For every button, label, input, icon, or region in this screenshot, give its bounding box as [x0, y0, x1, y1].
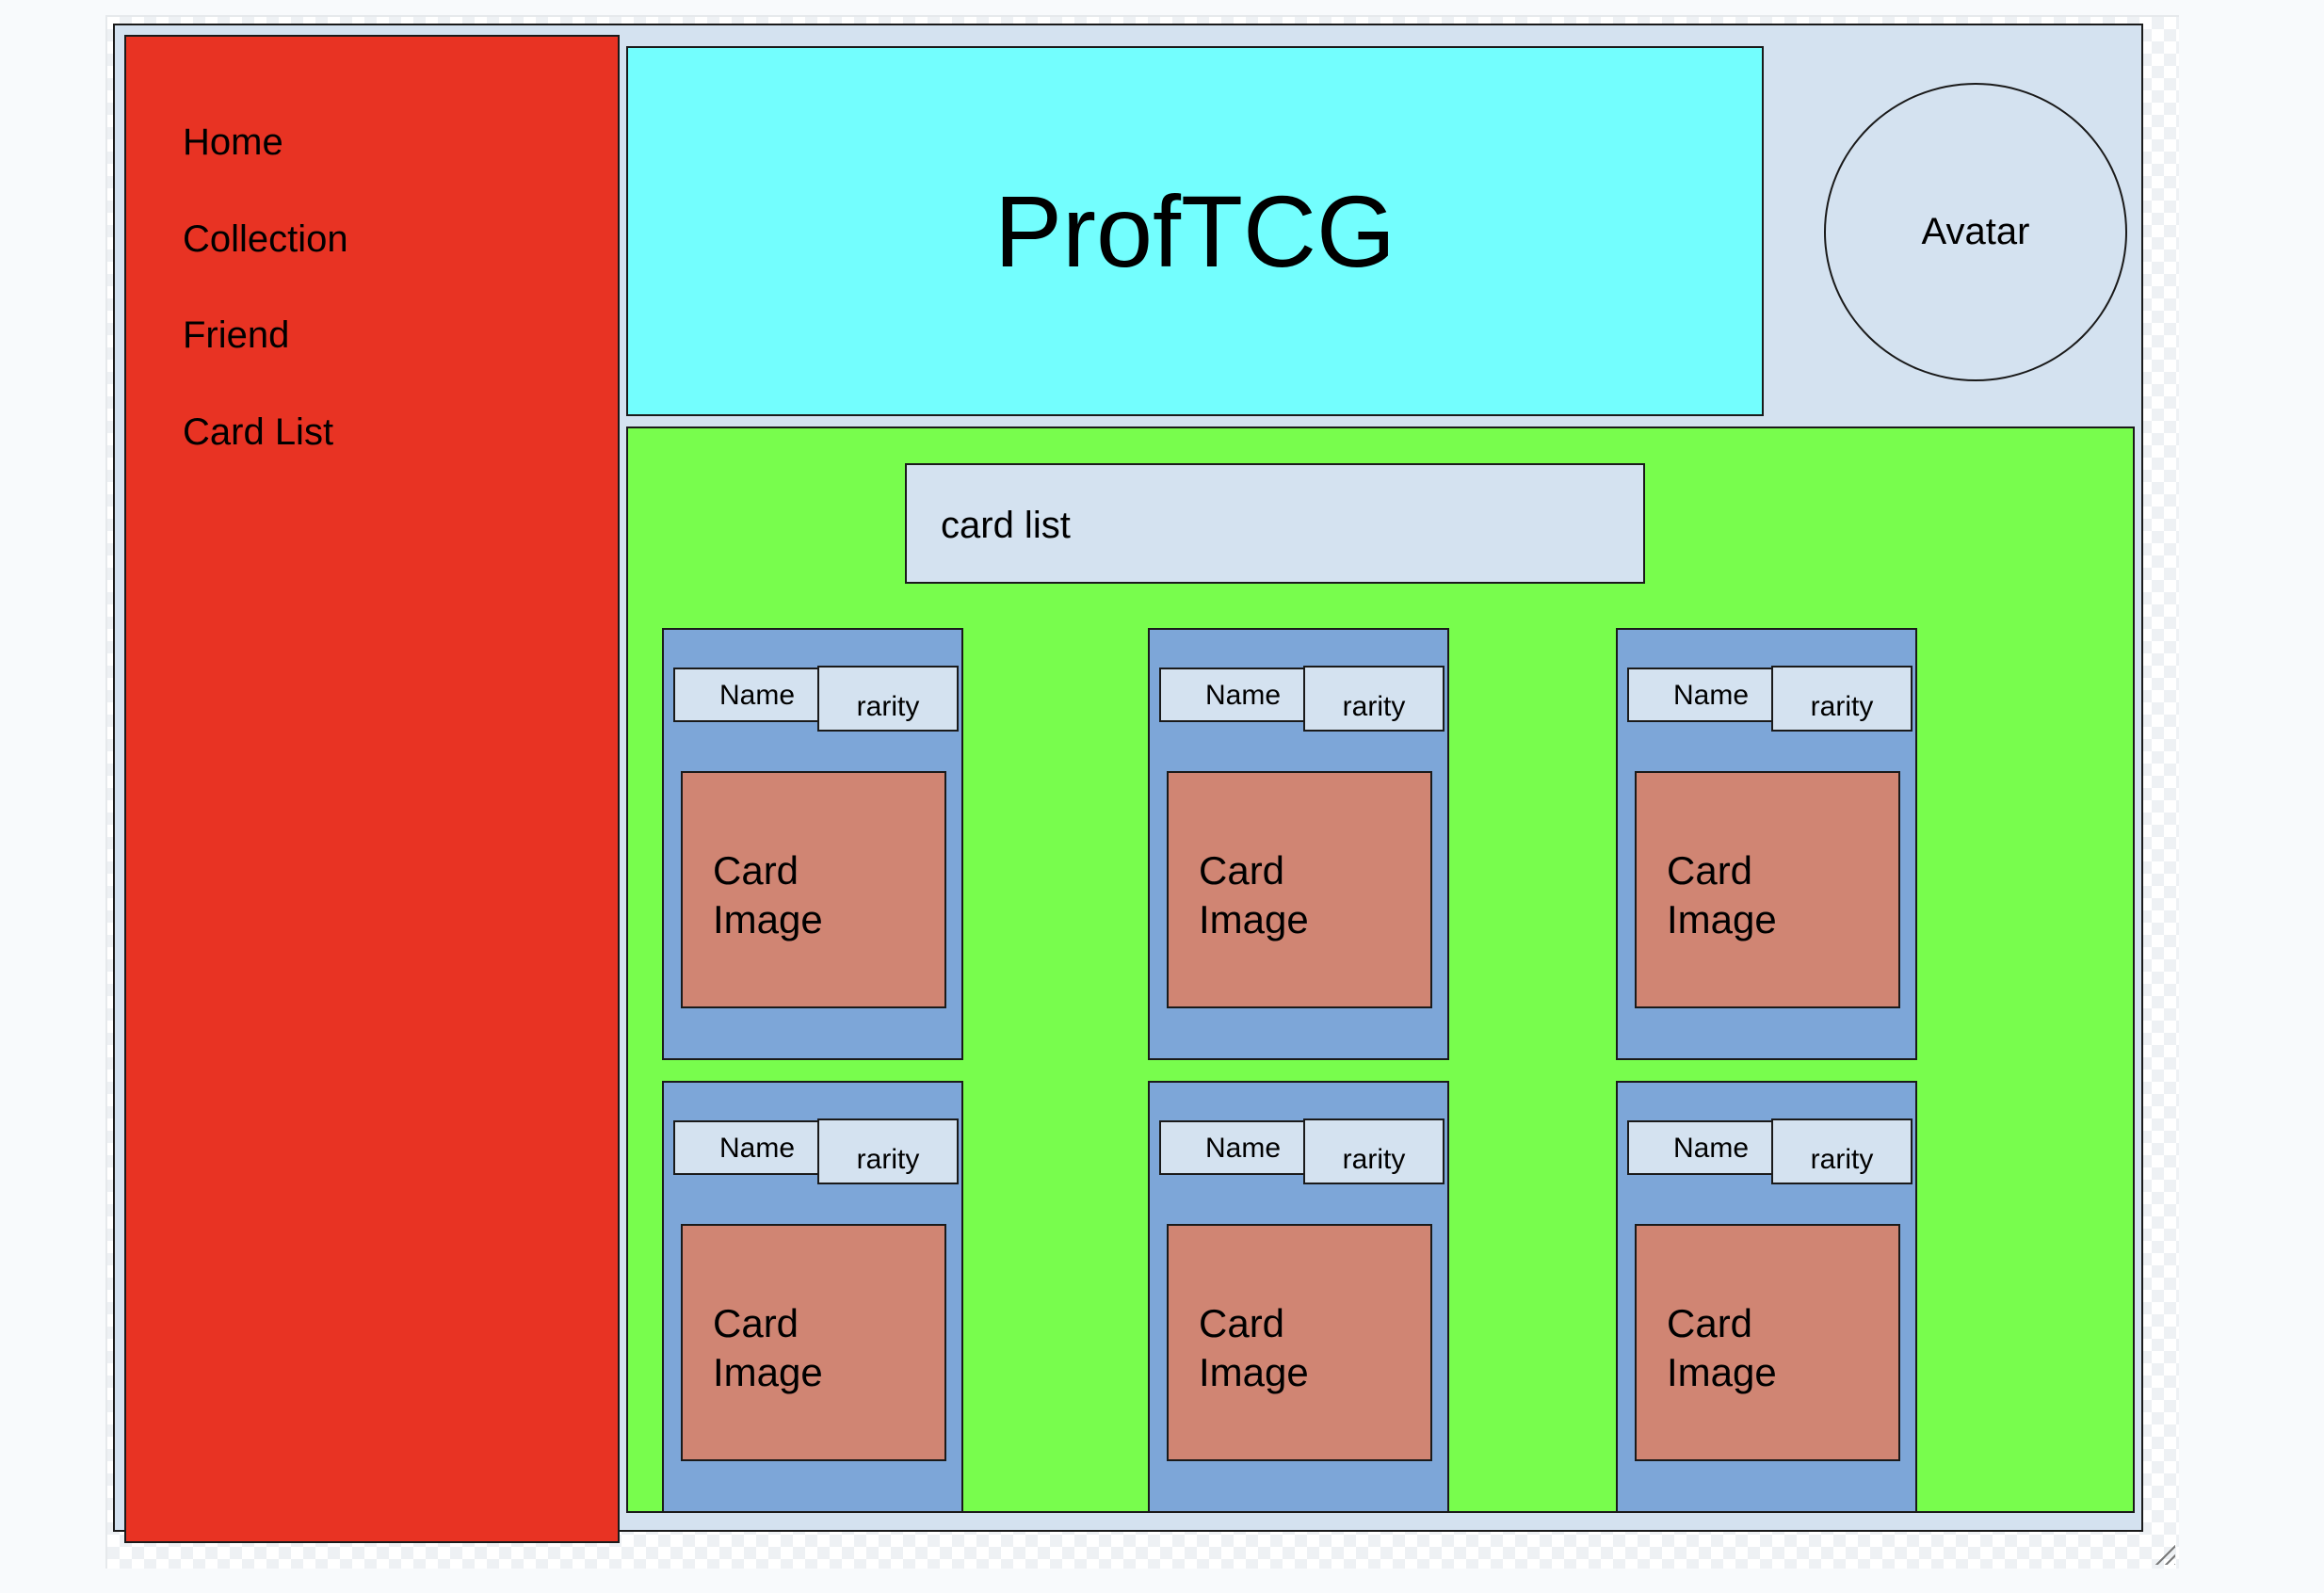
card-name: Name [1159, 668, 1327, 722]
card-tile[interactable]: Name rarity Card Image [1148, 628, 1449, 1060]
card-name: Name [1159, 1120, 1327, 1175]
card-image-label: Image [713, 1350, 823, 1394]
card-name: Name [673, 668, 841, 722]
card-image-label: Card [1667, 848, 1753, 893]
card-list-search-bar[interactable]: card list [905, 463, 1645, 584]
sidebar-item-friend[interactable]: Friend [183, 314, 290, 356]
card-image: Card Image [681, 771, 946, 1008]
card-name: Name [1627, 1120, 1795, 1175]
card-tile[interactable]: Name rarity Card Image [1616, 628, 1917, 1060]
card-image: Card Image [1167, 771, 1432, 1008]
card-image-label: Image [1667, 897, 1777, 941]
card-rarity: rarity [1303, 1118, 1444, 1184]
card-image-label: Image [713, 897, 823, 941]
card-rarity: rarity [1771, 666, 1912, 732]
card-rarity: rarity [817, 666, 959, 732]
card-image-label: Card [1199, 1301, 1285, 1345]
sidebar-item-home[interactable]: Home [183, 121, 283, 163]
card-image: Card Image [1635, 1224, 1900, 1461]
card-image-label: Image [1667, 1350, 1777, 1394]
app-logo[interactable]: ProfTCG [993, 174, 1396, 288]
card-image-label: Image [1199, 1350, 1309, 1394]
card-rarity: rarity [1303, 666, 1444, 732]
card-tile[interactable]: Name rarity Card Image [1616, 1081, 1917, 1513]
card-image: Card Image [1167, 1224, 1432, 1461]
card-tile[interactable]: Name rarity Card Image [1148, 1081, 1449, 1513]
card-rarity: rarity [817, 1118, 959, 1184]
card-image: Card Image [1635, 771, 1900, 1008]
sidebar: Home Collection Friend Card List [124, 35, 620, 1543]
card-name: Name [673, 1120, 841, 1175]
header-banner: ProfTCG [626, 46, 1764, 416]
card-tile[interactable]: Name rarity Card Image [662, 628, 963, 1060]
card-tile[interactable]: Name rarity Card Image [662, 1081, 963, 1513]
sidebar-item-collection[interactable]: Collection [183, 218, 348, 260]
card-image-label: Card [713, 848, 799, 893]
card-image: Card Image [681, 1224, 946, 1461]
card-image-label: Card [1199, 848, 1285, 893]
card-image-label: Image [1199, 897, 1309, 941]
card-image-label: Card [1667, 1301, 1753, 1345]
card-image-label: Card [713, 1301, 799, 1345]
card-name: Name [1627, 668, 1795, 722]
card-rarity: rarity [1771, 1118, 1912, 1184]
sidebar-item-card-list[interactable]: Card List [183, 411, 334, 453]
avatar[interactable]: Avatar [1824, 83, 2127, 381]
